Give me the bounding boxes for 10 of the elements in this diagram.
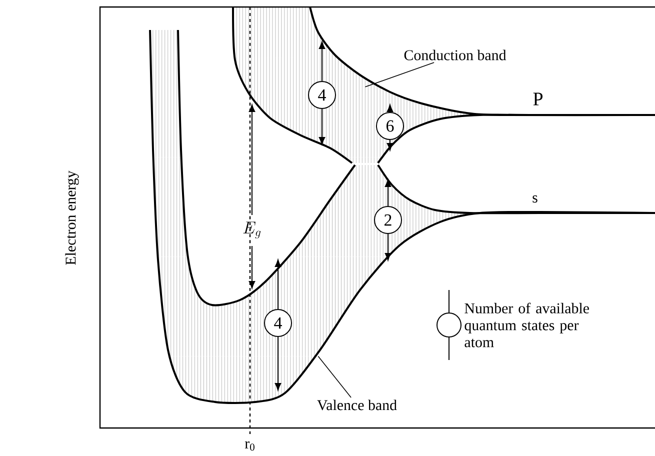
axis-title: Electron energy bbox=[65, 170, 79, 265]
leader-line bbox=[318, 356, 352, 398]
conduction-band-curve bbox=[232, 6, 655, 164]
band-label: Valence band bbox=[317, 400, 397, 410]
band-gap-label: $E_g$ bbox=[243, 222, 261, 238]
level-label: P bbox=[533, 92, 542, 106]
leader-line bbox=[364, 62, 434, 88]
level-label: s bbox=[532, 195, 538, 203]
axis-tick-label: r$_{0}$ bbox=[244, 441, 254, 451]
legend-text: Number of available quantum states per atom bbox=[464, 302, 589, 348]
